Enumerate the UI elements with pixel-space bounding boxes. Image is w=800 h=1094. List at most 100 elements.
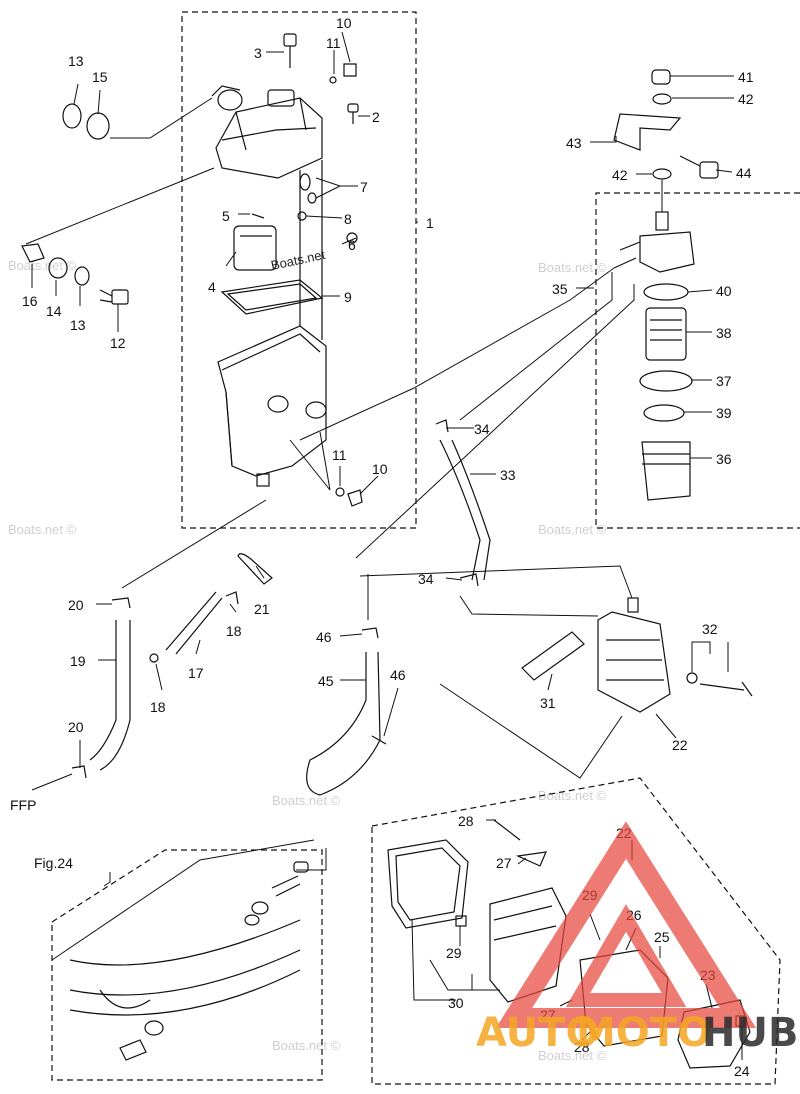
callout: 18	[150, 699, 166, 715]
callout: 11	[326, 35, 341, 51]
callout: 45	[318, 673, 334, 689]
callout: 42	[612, 167, 628, 183]
hose-19	[89, 620, 131, 771]
callout: 28	[458, 813, 474, 829]
watermark: Boats.net ©	[538, 788, 607, 803]
brand-logo-triangle-outer	[495, 821, 757, 1028]
hose-17	[165, 591, 223, 655]
callout: 37	[716, 373, 732, 389]
bolt-32	[686, 672, 753, 697]
callout: 18	[226, 623, 242, 639]
callout: 16	[22, 293, 38, 309]
clip-34-top	[435, 419, 449, 433]
callout: 30	[448, 995, 464, 1011]
gasket-set-30	[387, 839, 469, 929]
callout: 36	[716, 451, 732, 467]
callout: 5	[222, 208, 230, 224]
pins-7	[299, 173, 317, 204]
callout: 20	[68, 597, 84, 613]
watermark: Boats.net ©	[272, 793, 341, 808]
leader-lines	[25, 31, 743, 1060]
callout: 32	[702, 621, 718, 637]
brand-logo: AUTO MOTO HUB	[476, 821, 798, 1056]
plate-31	[521, 631, 585, 681]
watermark: Boats.net ©	[538, 1048, 607, 1063]
grommet-14	[48, 257, 68, 279]
screw-28-top	[493, 819, 521, 841]
brand-word-auto: AUTO	[476, 1010, 600, 1056]
callout: 13	[68, 53, 84, 69]
callout: 15	[92, 69, 108, 85]
ffp-label: FFP	[10, 797, 36, 813]
screw-10-top	[343, 63, 357, 77]
callout: 10	[372, 461, 388, 477]
filter-head	[613, 211, 695, 273]
callout: 21	[254, 601, 270, 617]
callout: 46	[390, 667, 406, 683]
bolt-44	[679, 155, 719, 179]
callout: 2	[372, 109, 380, 125]
callout: 8	[344, 211, 352, 227]
hose-33	[439, 439, 491, 581]
callout: 22	[672, 737, 688, 753]
clip-8	[297, 211, 307, 221]
callout: 31	[540, 695, 556, 711]
group-box-fuel-pump	[371, 777, 781, 1085]
callout: 43	[566, 135, 582, 151]
callout: 42	[738, 91, 754, 107]
group-box-filter-assembly	[181, 11, 417, 529]
callout: 7	[360, 179, 368, 195]
callout: 6	[348, 237, 356, 253]
washer-11-top	[329, 76, 337, 84]
callout: 41	[738, 69, 754, 85]
seal-39	[643, 404, 685, 422]
fuel-pump-22	[597, 597, 671, 713]
washer-13-bottom	[74, 266, 90, 286]
callout: 9	[344, 289, 352, 305]
filter-cup-36	[641, 441, 691, 501]
grommet-13-top	[62, 103, 82, 129]
screw-10-bottom	[347, 489, 363, 507]
callout: 35	[552, 281, 568, 297]
callout: 14	[46, 303, 62, 319]
tie-21	[237, 553, 273, 585]
fitting-16	[21, 243, 45, 263]
brand-logo-triangle-inner	[565, 904, 687, 1007]
clip-46-bottom	[371, 735, 387, 745]
brand-word-hub: HUB	[702, 1010, 798, 1056]
callout: 11	[332, 447, 347, 463]
o-ring-40	[643, 283, 689, 301]
fig-reference-label: Fig.24	[34, 855, 73, 871]
callout: 28	[574, 1039, 590, 1055]
group-box-fuel-filter	[595, 192, 800, 529]
grommet-15	[86, 112, 110, 140]
washer-11-bottom	[335, 487, 345, 497]
hose-45	[306, 651, 381, 796]
watermark: Boats.net ©	[8, 258, 77, 273]
callout: 46	[316, 629, 332, 645]
callout: 19	[70, 653, 86, 669]
callout-labels: 1 2 3 4 5 6 7 8 9 10 10 11 11 12 13 13 1…	[22, 15, 754, 1079]
pin-5	[251, 213, 265, 219]
group-box-fig24	[51, 849, 323, 1081]
watermark-layer: Boats.net © Boats.net © Boats.net © Boat…	[8, 258, 607, 1063]
callout: 25	[654, 929, 670, 945]
bracket-43	[613, 113, 682, 151]
callout: 1	[426, 215, 434, 231]
clip-34-bottom	[459, 573, 479, 587]
clip-6	[346, 232, 358, 244]
callout: 38	[716, 325, 732, 341]
callout: 34	[474, 421, 490, 437]
callout: 20	[68, 719, 84, 735]
callout: 40	[716, 283, 732, 299]
fig24-fittings	[119, 861, 309, 1061]
callout: 33	[500, 467, 516, 483]
fig24-engine-part	[69, 919, 301, 1016]
bolt-12	[99, 289, 129, 305]
gasket-9	[220, 279, 324, 315]
callout: 3	[254, 45, 262, 61]
washer-42-top	[652, 93, 672, 105]
screw-3	[283, 33, 297, 68]
float-chamber	[233, 225, 277, 271]
